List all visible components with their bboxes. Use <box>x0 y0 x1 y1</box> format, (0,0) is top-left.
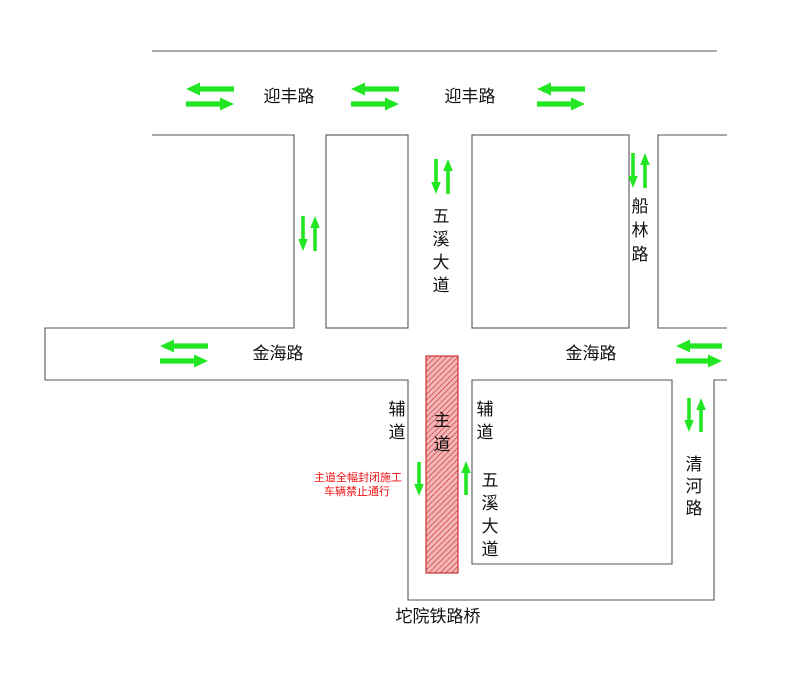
arrow-right-icon <box>186 97 234 111</box>
horizontal-arrow-group <box>160 82 722 368</box>
arrow-down-icon <box>684 398 694 432</box>
arrow-down-icon <box>414 462 424 496</box>
block-bottom-right <box>471 379 673 565</box>
road-label-fudao-left: 辅道 <box>389 400 406 443</box>
road-label-bridge: 坨院铁路桥 <box>396 607 481 627</box>
two-way-traffic-arrows-icon <box>676 339 722 368</box>
road-label-main-road: 主道 <box>434 411 451 455</box>
two-way-traffic-arrows-icon <box>160 339 208 368</box>
arrow-up-icon <box>461 461 471 495</box>
two-way-traffic-arrows-icon <box>186 82 234 111</box>
arrow-left-icon <box>351 82 399 96</box>
arrow-down-icon <box>431 159 441 194</box>
block-top-right <box>471 134 630 329</box>
road-boundaries <box>44 50 727 601</box>
road-label-jinhai-left: 金海路 <box>253 344 304 364</box>
road-label-yingfeng-left: 迎丰路 <box>264 87 315 107</box>
block-top-left <box>44 134 715 601</box>
arrow-right-icon <box>351 97 399 111</box>
two-way-traffic-arrows-icon <box>431 159 453 194</box>
two-way-traffic-arrows-icon <box>351 82 399 111</box>
two-way-traffic-arrows-icon <box>628 153 650 188</box>
two-way-traffic-arrows-icon <box>298 216 320 251</box>
arrow-right-icon <box>676 354 722 368</box>
arrow-left-icon <box>676 339 722 353</box>
block-top-center <box>325 134 409 329</box>
road-label-chuanlin: 船林路 <box>632 197 649 265</box>
road-label-fudao-right: 辅道 <box>477 400 494 443</box>
road-label-jinhai-right: 金海路 <box>566 344 617 364</box>
right-lower-boundary <box>713 379 727 572</box>
two-way-traffic-arrows-icon <box>461 461 471 495</box>
arrow-up-icon <box>696 398 706 432</box>
road-label-wuxi-upper: 五溪大道 <box>433 207 450 296</box>
arrow-left-icon <box>160 339 208 353</box>
arrow-left-icon <box>537 82 585 96</box>
arrow-up-icon <box>310 216 320 251</box>
arrow-up-icon <box>640 153 650 188</box>
arrow-right-icon <box>537 97 585 111</box>
closure-notice-line2: 车辆禁止通行 <box>324 484 390 498</box>
closed-main-road-area <box>425 355 459 574</box>
arrow-right-icon <box>160 354 208 368</box>
arrow-down-icon <box>298 216 308 251</box>
two-way-traffic-arrows-icon <box>414 462 424 496</box>
two-way-traffic-arrows-icon <box>684 398 706 432</box>
arrow-up-icon <box>443 159 453 194</box>
road-label-yingfeng-mid: 迎丰路 <box>445 87 496 107</box>
block-far-right-top <box>657 134 727 329</box>
closure-notice-line1: 主道全幅封闭施工 <box>314 470 402 484</box>
road-label-qinghe: 清河路 <box>686 455 703 519</box>
arrow-left-icon <box>186 82 234 96</box>
vertical-arrow-group <box>298 153 706 496</box>
arrow-down-icon <box>628 153 638 188</box>
road-label-wuxi-lower: 五溪大道 <box>482 471 499 560</box>
two-way-traffic-arrows-icon <box>537 82 585 111</box>
